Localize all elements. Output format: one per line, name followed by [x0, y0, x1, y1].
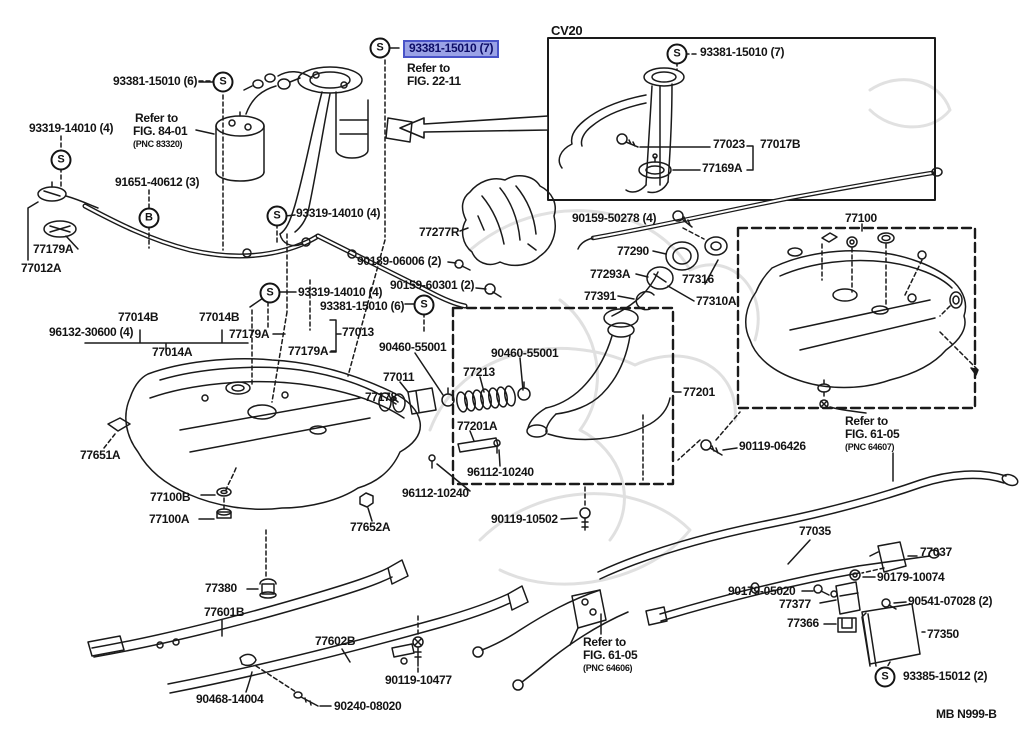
part-label-96112-10240: 96112-10240: [402, 486, 469, 500]
part-label-77601b: 77601B: [204, 605, 245, 619]
s-marker-top: S: [212, 71, 234, 93]
filler-assembly-art: [378, 271, 682, 531]
tank-77100-art: [736, 223, 979, 482]
part-label-90159-50278-4: 90159-50278 (4): [572, 211, 657, 225]
part-label-77011: 77011: [383, 370, 415, 384]
bolt-06426-art: [677, 411, 741, 461]
part-label-93385-15012-2: 93385-15012 (2): [903, 669, 988, 683]
part-label-93381-15010-7-highlight: 93381-15010 (7): [403, 40, 500, 58]
part-label-77213: 77213: [463, 365, 495, 379]
part-label-77014b: 77014B: [118, 310, 159, 324]
part-label-90119-10477: 90119-10477: [385, 673, 452, 687]
part-label-pnc-64607: (PNC 64607): [845, 442, 895, 452]
canister-art: [195, 77, 301, 251]
part-label-90179-05020: 90179-05020: [728, 584, 796, 598]
part-label-77035: 77035: [799, 524, 831, 538]
part-label-77350: 77350: [927, 627, 959, 641]
part-label-77201: 77201: [683, 385, 715, 399]
part-label-93381-15010-7: 93381-15010 (7): [700, 45, 785, 59]
reference-arrow: [399, 115, 549, 139]
part-label-77179a: 77179A: [229, 327, 270, 341]
part-label-90240-08020: 90240-08020: [334, 699, 402, 713]
part-label-90541-07028-2: 90541-07028 (2): [908, 594, 993, 608]
part-label-77178: 77178: [365, 390, 397, 404]
part-label-96132-30600-4: 96132-30600 (4): [49, 325, 134, 339]
part-label-77013: 77013: [342, 325, 374, 339]
filler-rings-art: [617, 210, 728, 311]
watermark: [428, 78, 952, 586]
part-label-77293a: 77293A: [590, 267, 631, 281]
pump-assembly-art: [243, 47, 425, 403]
part-label-90189-06006-2: 90189-06006 (2): [357, 254, 442, 268]
s-marker-bottom: S: [874, 666, 896, 688]
part-label-refer-to: Refer to: [135, 111, 178, 125]
part-label-77201a: 77201A: [457, 419, 498, 433]
part-label-93319-14010-4: 93319-14010 (4): [298, 285, 383, 299]
s-marker-cv20: S: [666, 43, 688, 65]
fuel-lines-door-art: [472, 470, 1019, 691]
part-label-77014b: 77014B: [199, 310, 240, 324]
part-label-77179a: 77179A: [33, 242, 74, 256]
part-label-77366: 77366: [787, 616, 819, 630]
part-label-77277r: 77277R: [419, 225, 460, 239]
s-marker-mid-right: S: [413, 294, 435, 316]
part-label-93381-15010-6: 93381-15010 (6): [113, 74, 198, 88]
part-label-90119-06426: 90119-06426: [739, 439, 806, 453]
part-label-fig-84-01: FIG. 84-01: [133, 124, 188, 138]
valve-assembly-art: [27, 135, 99, 261]
part-label-77014a: 77014A: [152, 345, 193, 359]
main-tank-art: [103, 358, 422, 579]
part-label-pnc-64606: (PNC 64606): [583, 663, 633, 673]
part-label-93381-15010-6: 93381-15010 (6): [320, 299, 405, 313]
part-label-refer-to: Refer to: [407, 61, 450, 75]
part-label-77380: 77380: [205, 581, 237, 595]
part-label-90159-60301-2: 90159-60301 (2): [390, 278, 475, 292]
cv20-box: [547, 37, 936, 201]
part-label-77100b: 77100B: [150, 490, 191, 504]
part-label-fig-61-05: FIG. 61-05: [583, 648, 638, 662]
part-label-90468-14004: 90468-14004: [196, 692, 264, 706]
part-label-91651-40612-3: 91651-40612 (3): [115, 175, 200, 189]
part-label-77023: 77023: [713, 137, 745, 151]
cv20-pump-art: [558, 53, 754, 194]
part-label-77037: 77037: [920, 545, 952, 559]
part-label-77012a: 77012A: [21, 261, 62, 275]
part-label-77169a: 77169A: [702, 161, 743, 175]
part-label-90460-55001: 90460-55001: [379, 340, 447, 354]
part-label-77602b: 77602B: [315, 634, 356, 648]
part-label-90179-10074: 90179-10074: [877, 570, 945, 584]
part-label-96112-10240: 96112-10240: [467, 465, 534, 479]
part-label-93319-14010-4: 93319-14010 (4): [29, 121, 114, 135]
part-label-refer-to: Refer to: [845, 414, 888, 428]
part-label-77290: 77290: [617, 244, 649, 258]
s-marker-mid-left: S: [259, 282, 281, 304]
shield-art: [447, 174, 556, 298]
part-label-77316: 77316: [682, 272, 714, 286]
part-label-77310a: 77310A: [696, 294, 737, 308]
part-label-90460-55001: 90460-55001: [491, 346, 559, 360]
part-label-90119-10502: 90119-10502: [491, 512, 558, 526]
drawing-number: MB N999-B: [936, 707, 997, 721]
part-label-77100a: 77100A: [149, 512, 190, 526]
part-label-93319-14010-4: 93319-14010 (4): [296, 206, 381, 220]
part-label-77652a: 77652A: [350, 520, 391, 534]
part-label-77391: 77391: [584, 289, 616, 303]
model-code-label: CV20: [551, 23, 583, 38]
b-marker: B: [138, 207, 160, 229]
part-label-77017b: 77017B: [760, 137, 801, 151]
breather-pipe-art: [577, 167, 943, 250]
s-marker-left: S: [50, 149, 72, 171]
part-label-77377: 77377: [779, 597, 811, 611]
s-marker-mid-upper: S: [266, 205, 288, 227]
s-marker-highlight: S: [369, 37, 391, 59]
part-label-77651a: 77651A: [80, 448, 121, 462]
part-label-77179a: 77179A: [288, 344, 329, 358]
tank-straps-art: [87, 559, 529, 707]
part-label-fig-61-05: FIG. 61-05: [845, 427, 900, 441]
part-label-pnc-83320: (PNC 83320): [133, 139, 183, 149]
part-label-fig-22-11: FIG. 22-11: [407, 74, 461, 88]
part-label-77100: 77100: [845, 211, 877, 225]
part-label-refer-to: Refer to: [583, 635, 626, 649]
